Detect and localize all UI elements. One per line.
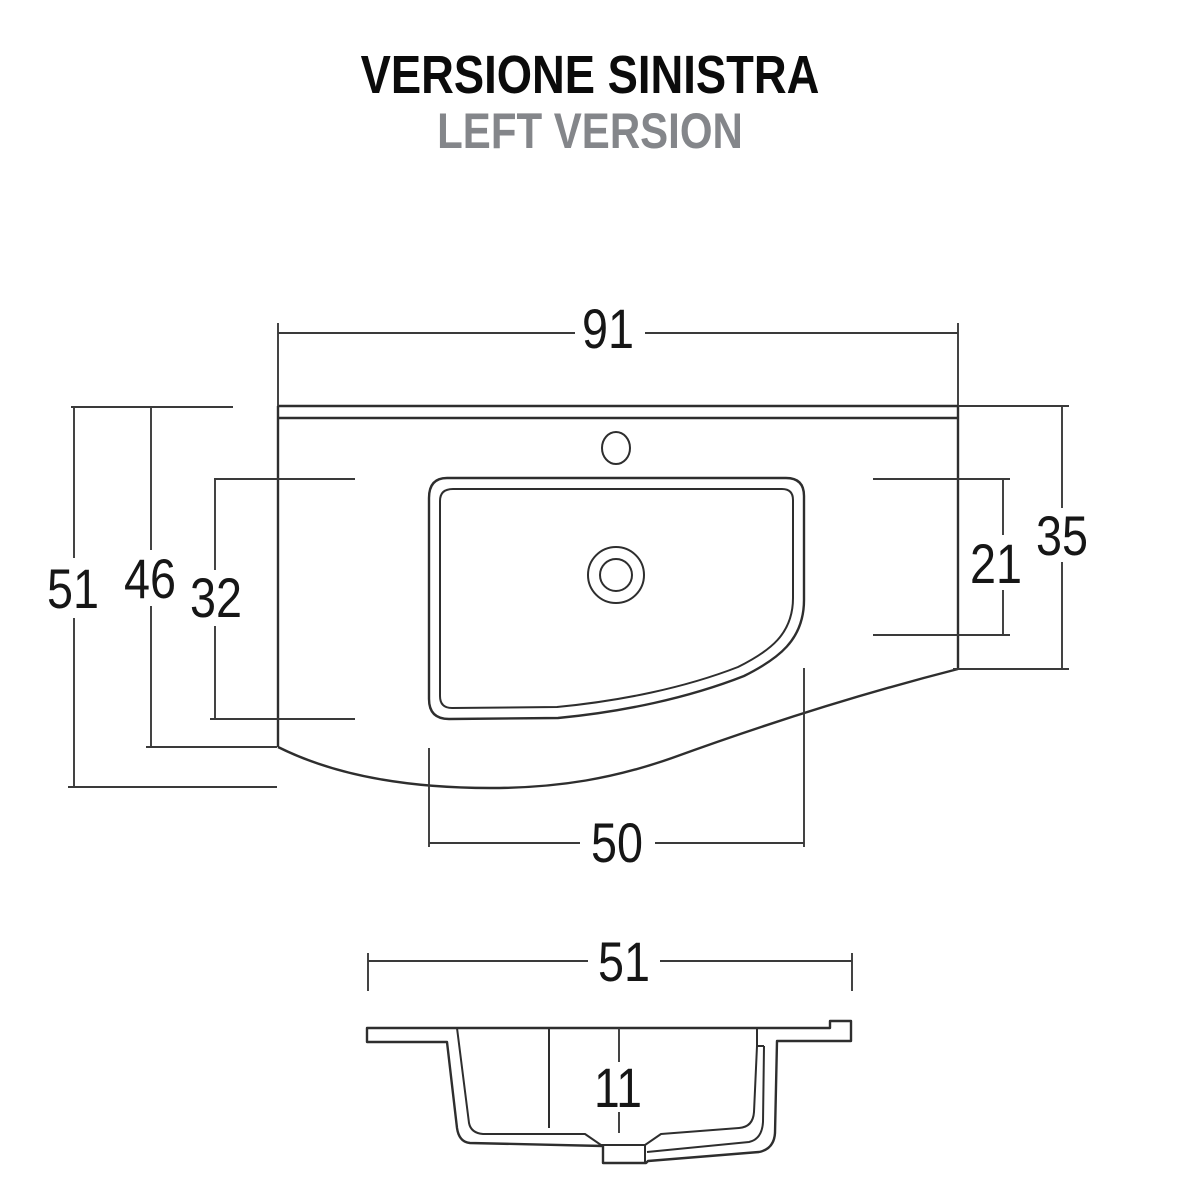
dim-section-width-label: 51 <box>598 930 650 993</box>
dim-basin-depth: 32 <box>190 478 355 720</box>
dim-front-edge-depth-left-label: 46 <box>124 547 176 610</box>
section-view: 51 11 <box>365 930 853 1165</box>
drain-inner-circle <box>599 558 633 592</box>
dim-line <box>68 406 277 788</box>
dim-basin-width: 50 <box>428 668 805 874</box>
faucet-hole-icon <box>601 431 631 465</box>
dim-overall-depth-left: 51 <box>47 406 277 788</box>
title-english: LEFT VERSION <box>437 103 743 159</box>
dim-line <box>146 407 277 748</box>
section-drain-box <box>602 1145 646 1163</box>
dim-front-edge-depth-left: 46 <box>124 407 277 748</box>
top-view: 91 51 46 32 21 35 <box>47 297 1088 874</box>
dim-basin-width-label: 50 <box>591 811 643 874</box>
dim-bowl-depth-label: 11 <box>594 1056 642 1119</box>
drain-outer-circle <box>587 546 645 604</box>
dim-line <box>428 668 805 847</box>
countertop-front-curve <box>277 667 959 790</box>
dim-section-width: 51 <box>367 930 853 993</box>
basin-outer-outline <box>427 476 806 721</box>
dim-right-end-depth-label: 35 <box>1036 504 1088 567</box>
dim-overall-depth-left-label: 51 <box>47 557 99 620</box>
dim-basin-right-edge-depth-label: 21 <box>970 532 1022 595</box>
section-outer-profile <box>365 1019 853 1165</box>
dim-bowl-depth: 11 <box>594 1028 642 1133</box>
drawing-title-block: VERSIONE SINISTRA LEFT VERSION <box>0 48 1180 156</box>
dim-overall-width: 91 <box>277 297 959 406</box>
basin-inner-outline <box>439 488 794 709</box>
dim-line <box>367 953 853 991</box>
dim-line <box>953 405 1069 670</box>
dim-overall-width-label: 91 <box>582 297 634 360</box>
dim-right-end-depth: 35 <box>953 405 1088 670</box>
dim-line <box>873 478 1010 636</box>
title-italian: VERSIONE SINISTRA <box>360 45 820 105</box>
dim-line <box>277 323 959 406</box>
dim-basin-depth-label: 32 <box>190 566 242 629</box>
dim-basin-right-edge-depth: 21 <box>873 478 1022 636</box>
dim-line <box>210 478 355 720</box>
section-wall-middle-line <box>646 1045 765 1153</box>
